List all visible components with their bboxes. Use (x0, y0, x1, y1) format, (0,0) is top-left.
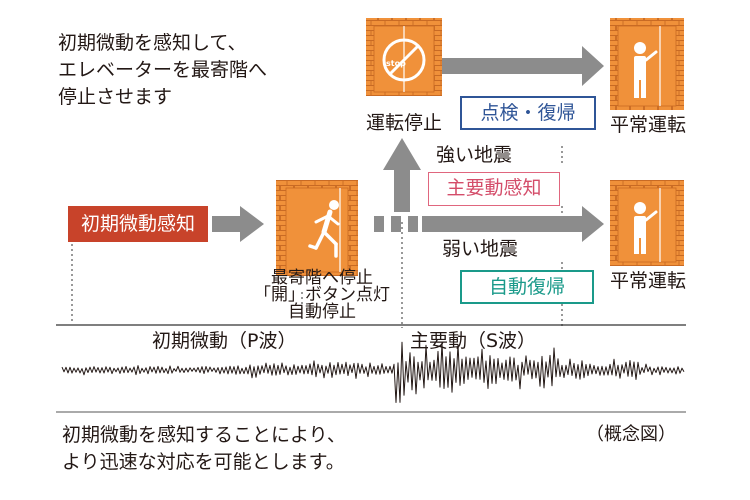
arrow-icon (422, 206, 604, 242)
intro-line-2: エレベーターを最寄階へ (58, 59, 268, 81)
stop-label: 運転停止 (365, 112, 443, 134)
footer-text: 初期微動を感知することにより、 より迅速な対応を可能とします。 (62, 422, 346, 476)
nearest-floor-notes: 最寄階へ停止 「開」ボタン点灯 自動停止 (254, 270, 390, 321)
standing-person-icon (634, 42, 658, 98)
strong-quake-label: 強い地震 (436, 144, 513, 166)
footer-line-2: より迅速な対応を可能とします。 (62, 451, 345, 473)
dash-block-2 (391, 216, 401, 232)
auto-recovery-badge: 自動復帰 (460, 270, 594, 304)
arrow-icon (442, 46, 604, 86)
footer-line-1: 初期微動を感知することにより、 (62, 424, 346, 446)
p-wave-label: 初期微動（P波） (152, 330, 297, 352)
intro-line-1: 初期微動を感知して、 (58, 32, 247, 54)
arrow-icon (212, 206, 264, 242)
nearest-floor-line-3: 自動停止 (288, 302, 356, 322)
flow-arrows (212, 46, 604, 242)
intro-line-3: 停止させます (58, 86, 173, 108)
elevator-normal-bottom (610, 180, 684, 266)
stop-sign-icon (382, 38, 426, 82)
arrow-icon (383, 138, 421, 212)
elevator-moving (276, 180, 358, 276)
nearest-floor-line-1: 最寄階へ停止 (271, 268, 373, 288)
dash-block-3 (408, 216, 418, 232)
main-motion-badge: 主要動感知 (428, 172, 560, 206)
intro-text: 初期微動を感知して、 エレベーターを最寄階へ 停止させます (58, 30, 267, 111)
standing-person-icon (634, 202, 658, 254)
seismic-waveform (61, 341, 685, 403)
elevator-normal-top (610, 18, 684, 110)
nearest-floor-line-2: 「開」ボタン点灯 (254, 285, 390, 305)
weak-quake-label: 弱い地震 (442, 238, 519, 260)
dash-block-1 (374, 216, 384, 232)
running-person-icon (308, 200, 340, 258)
elevator-stopped (366, 18, 442, 96)
s-wave-label: 主要動（S波） (410, 330, 537, 352)
normal-label-top: 平常運転 (609, 114, 687, 136)
initial-tremor-detect-box: 初期微動感知 (68, 206, 208, 242)
stop-sign-text: stop (386, 59, 406, 68)
normal-label-bottom: 平常運転 (609, 270, 687, 292)
inspect-badge: 点検・復帰 (460, 96, 596, 130)
diagram-caption: （概念図） (586, 424, 676, 445)
